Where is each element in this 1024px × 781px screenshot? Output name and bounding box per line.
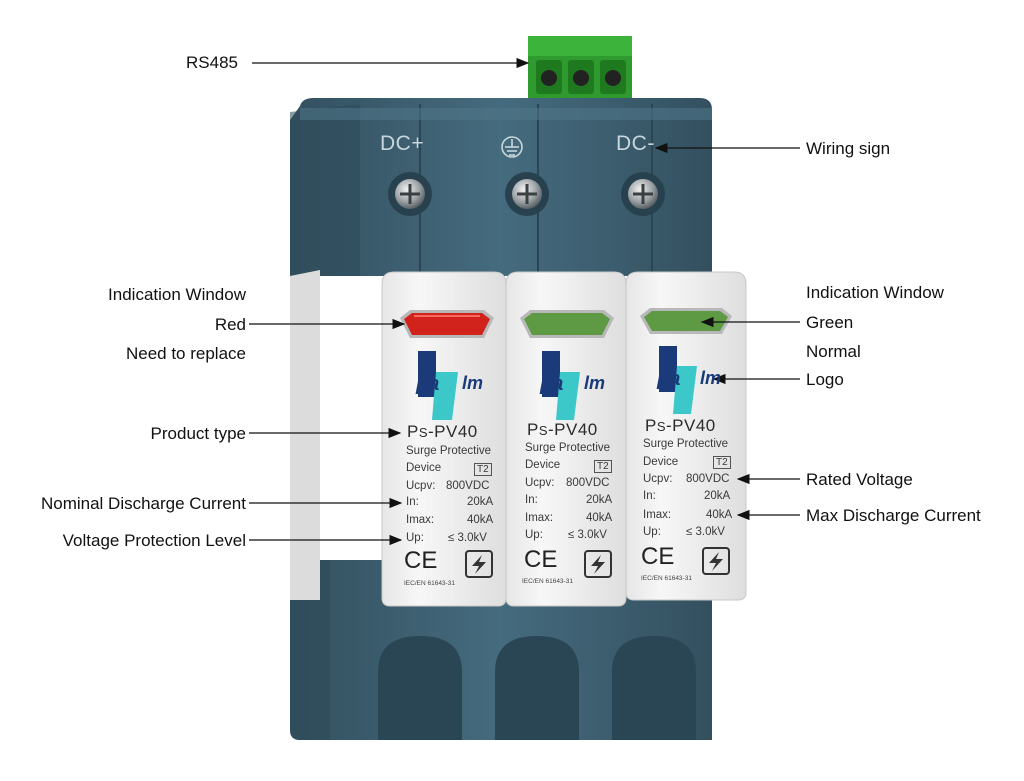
housing-bottom: [290, 560, 712, 740]
terminal-label-dc-plus: DC+: [380, 132, 425, 155]
standard-1: IEC/EN 61643-31: [404, 580, 455, 587]
t2-badge-3: T2: [713, 456, 731, 469]
ground-symbol-icon: [501, 136, 523, 158]
ucpv-label-2: Ucpv:: [525, 477, 555, 489]
terminal-screws: [388, 172, 665, 216]
ucpv-value-3: 800VDC: [686, 473, 730, 485]
callout-need-to-replace: Need to replace: [125, 344, 246, 363]
in-value-1: 20kA: [467, 496, 494, 508]
logo-spd-2: spd: [544, 365, 559, 374]
ucpv-label-3: Ucpv:: [643, 473, 673, 485]
up-label-1: Up:: [406, 532, 424, 544]
lightning-icon-1: [465, 550, 493, 578]
callout-logo: Logo: [806, 370, 844, 389]
up-value-3: ≤ 3.0kV: [686, 526, 725, 538]
logo-pa-2: pa: [540, 373, 564, 395]
ce-mark-1: CE: [404, 547, 438, 574]
imax-label-3: Imax:: [643, 509, 672, 521]
imax-value-2: 40kA: [586, 512, 613, 524]
module-line2-2: Device: [525, 459, 561, 471]
in-label-1: In:: [406, 496, 419, 508]
logo-lm-2: lm: [584, 373, 606, 393]
t2-badge-2: T2: [594, 460, 612, 473]
imax-value-1: 40kA: [467, 514, 494, 526]
up-label-2: Up:: [525, 529, 543, 541]
logo-pa-1: pa: [416, 373, 440, 395]
up-label-3: Up:: [643, 526, 661, 538]
logo-lm-3: lm: [700, 368, 722, 388]
imax-value-3: 40kA: [706, 509, 733, 521]
up-value-2: ≤ 3.0kV: [568, 529, 607, 541]
callout-indication-window-right: Indication Window: [806, 283, 944, 302]
terminal-label-dc-minus: DC-: [616, 132, 655, 155]
callout-normal: Normal: [806, 342, 861, 361]
callout-max-discharge-current: Max Discharge Current: [806, 506, 981, 525]
callout-red: Red: [214, 315, 246, 334]
module-line2-1: Device: [406, 462, 442, 474]
module-line1-1: Surge Protective: [406, 445, 492, 457]
up-value-1: ≤ 3.0kV: [448, 532, 487, 544]
ucpv-label-1: Ucpv:: [406, 480, 436, 492]
product-title-3: PS-PV40: [645, 416, 716, 435]
t2-badge-1: T2: [474, 463, 492, 476]
ucpv-value-1: 800VDC: [446, 480, 490, 492]
callout-rs485: RS485: [186, 53, 238, 72]
ce-mark-2: CE: [524, 546, 558, 573]
standard-3: IEC/EN 61643-31: [641, 575, 692, 582]
in-label-2: In:: [525, 494, 538, 506]
rs485-connector: [528, 36, 632, 102]
callout-rated-voltage: Rated Voltage: [806, 470, 913, 489]
lightning-icon-2: [584, 550, 612, 578]
callout-product-type: Product type: [150, 424, 246, 443]
indication-window-green-2: [520, 310, 614, 338]
ce-mark-3: CE: [641, 543, 675, 570]
lightning-icon-3: [702, 547, 730, 575]
module-line1-2: Surge Protective: [525, 442, 611, 454]
module-line2-3: Device: [643, 456, 679, 468]
product-title-2: PS-PV40: [527, 420, 598, 439]
callout-green: Green: [806, 313, 854, 332]
housing-top: [290, 98, 712, 276]
logo-spd-3: spd: [661, 360, 676, 369]
logo-spd-1: spd: [420, 365, 435, 374]
indication-window-red: [400, 310, 494, 338]
module-line1-3: Surge Protective: [643, 438, 729, 450]
logo-pa-3: pa: [657, 368, 681, 390]
callout-voltage-protection-level: Voltage Protection Level: [62, 531, 246, 550]
product-title-1: PS-PV40: [407, 422, 478, 441]
in-value-3: 20kA: [704, 490, 731, 502]
ucpv-value-2: 800VDC: [566, 477, 610, 489]
in-value-2: 20kA: [586, 494, 613, 506]
callout-nominal-discharge-current: Nominal Discharge Current: [40, 494, 246, 513]
imax-label-1: Imax:: [406, 514, 435, 526]
callout-wiring-sign: Wiring sign: [806, 139, 891, 158]
in-label-3: In:: [643, 490, 656, 502]
indication-window-green-3: [640, 308, 732, 334]
imax-label-2: Imax:: [525, 512, 554, 524]
housing-side-panel: [290, 270, 320, 600]
logo-lm-1: lm: [462, 373, 484, 393]
standard-2: IEC/EN 61643-31: [522, 578, 573, 585]
callout-indication-window-left: Indication Window: [108, 285, 246, 304]
